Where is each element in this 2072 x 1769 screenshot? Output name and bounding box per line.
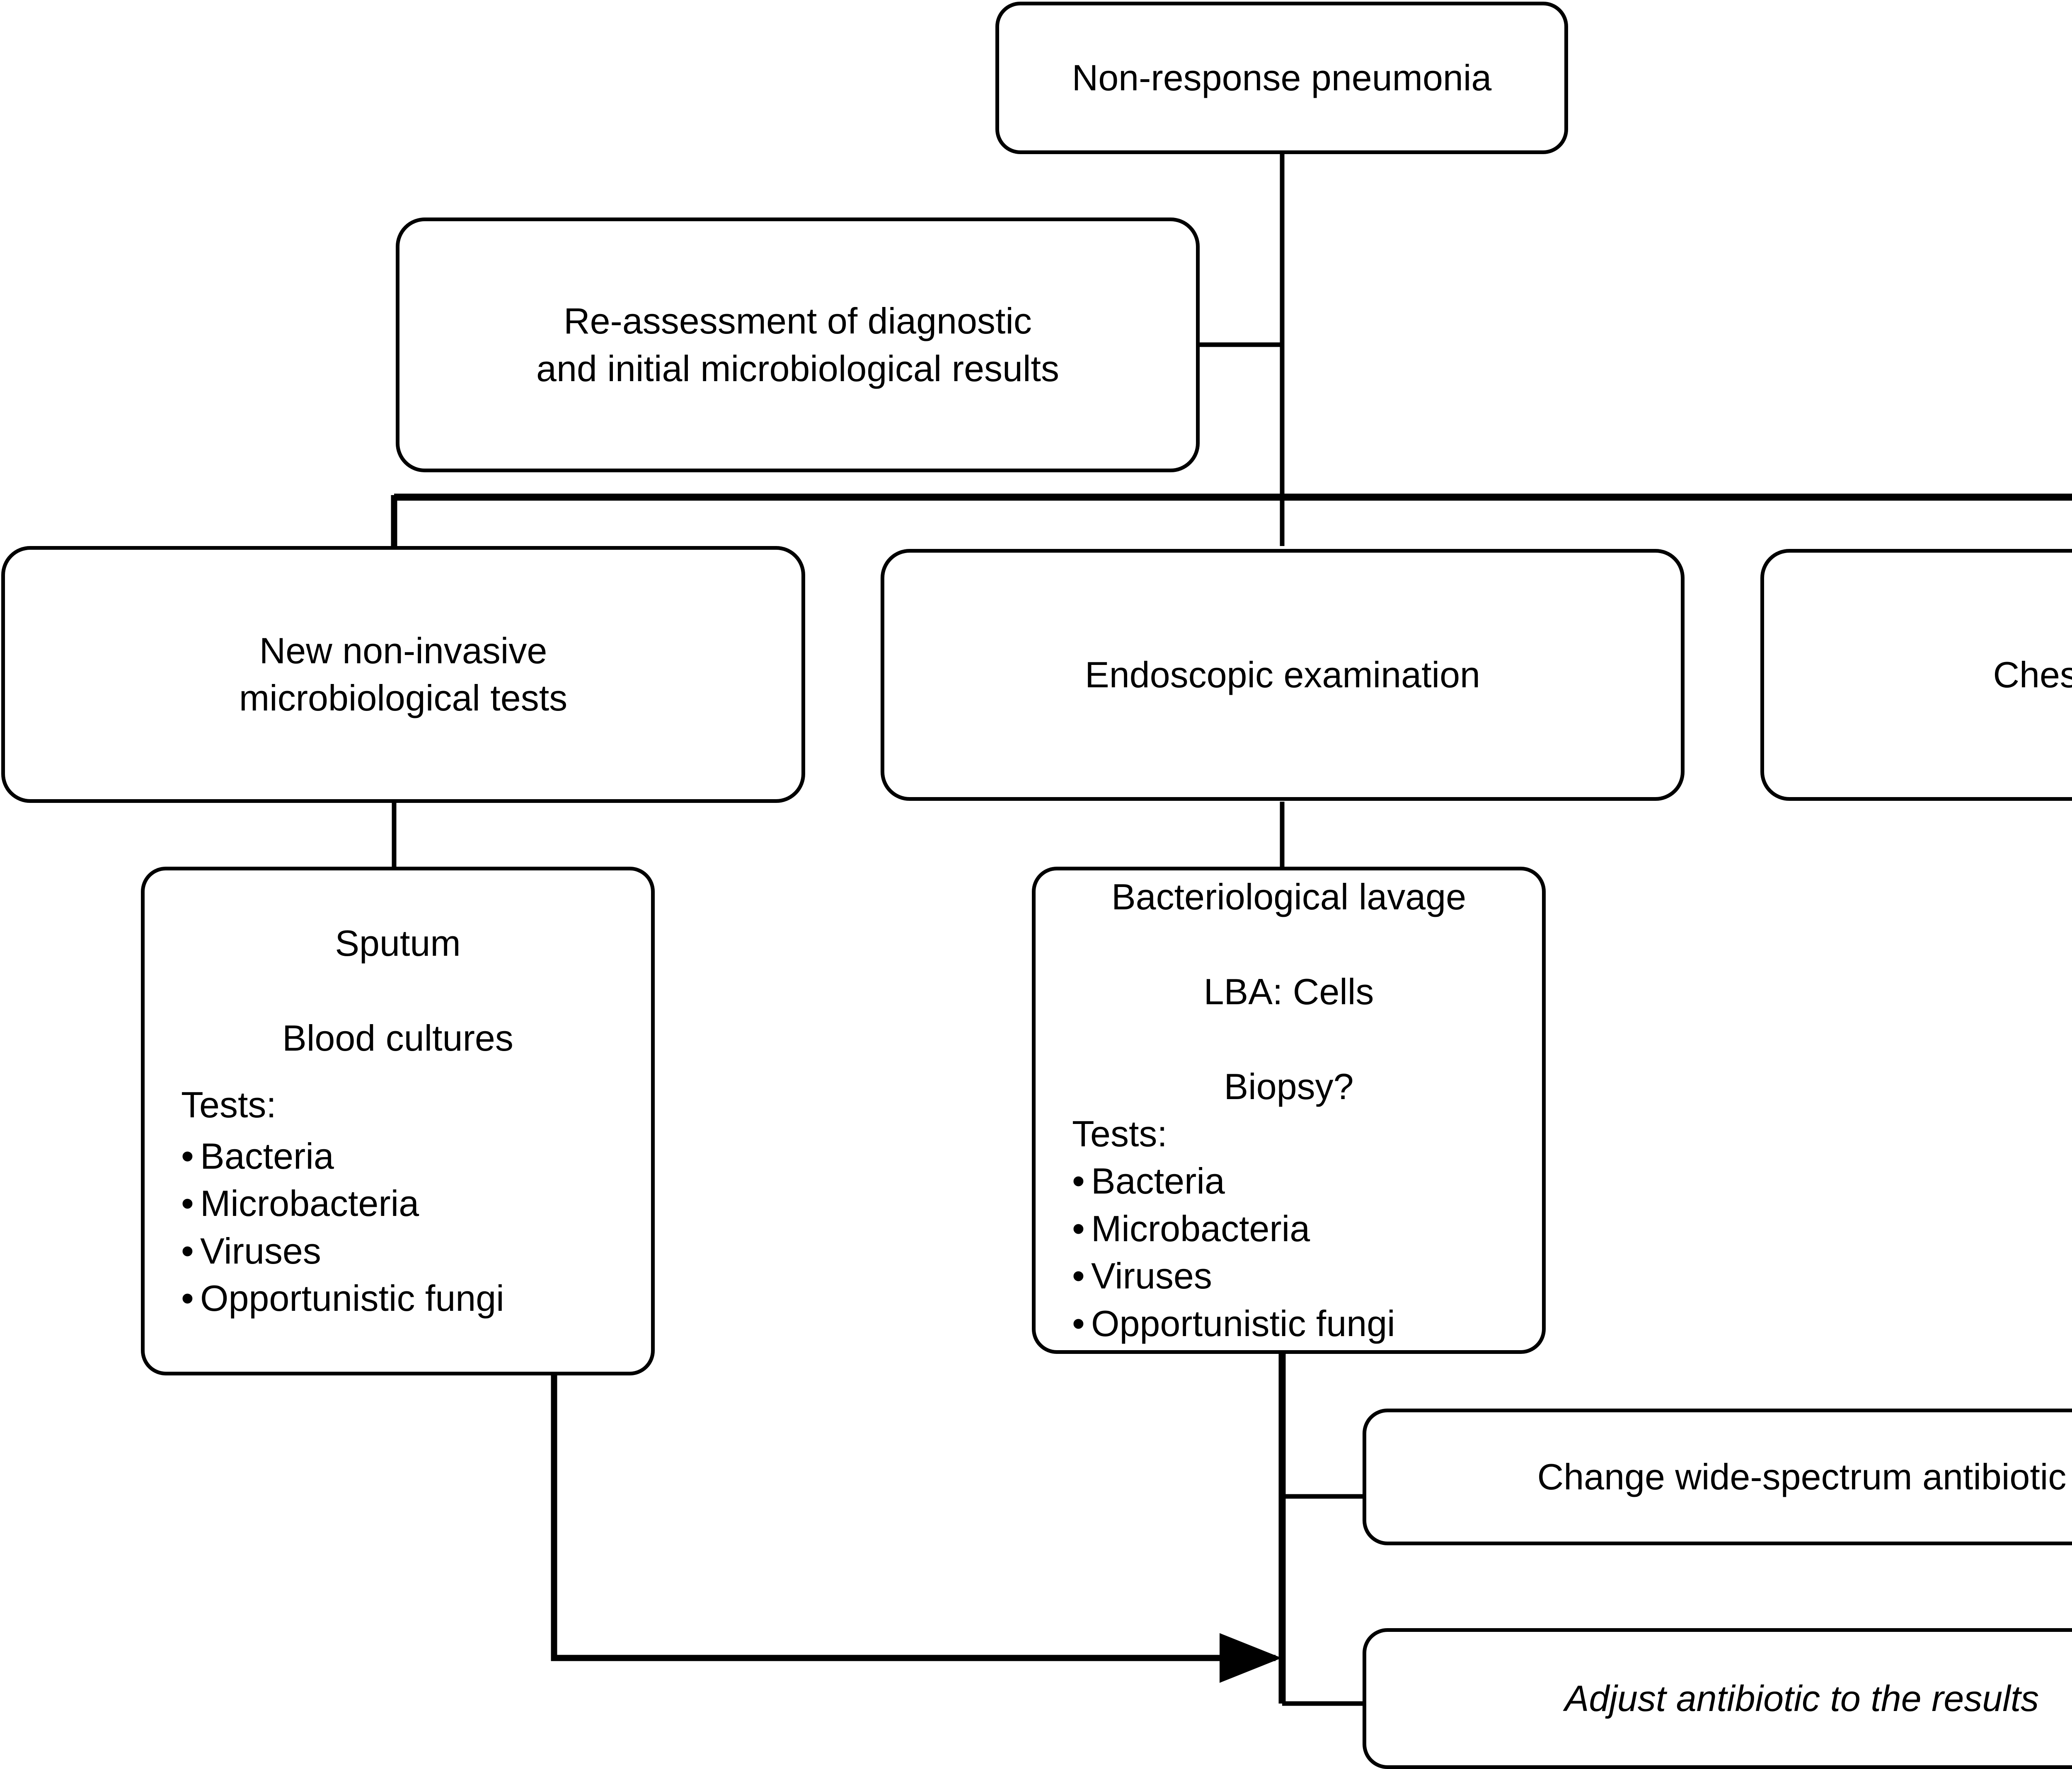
- bullet-icon: •: [1072, 1160, 1085, 1202]
- lavage-tests-block: Tests: •Bacteria •Microbacteria •Viruses…: [1048, 1110, 1554, 1347]
- lavage-heading-line1: Bacteriological lavage: [1111, 876, 1467, 918]
- bullet-icon: •: [181, 1136, 194, 1177]
- node-chest-xray-ct-scan[interactable]: Chest X-ray/CT scan: [1760, 549, 2072, 801]
- list-item-label: Bacteria: [200, 1136, 334, 1177]
- tests-label: Tests:: [1072, 1113, 1167, 1154]
- list-item: •Microbacteria: [181, 1180, 663, 1227]
- lavage-heading-line2: LBA: Cells: [1203, 971, 1374, 1012]
- node-label: Endoscopic examination: [1085, 654, 1480, 695]
- sputum-heading-line2: Blood cultures: [282, 1017, 513, 1059]
- list-item-label: Microbacteria: [200, 1183, 419, 1224]
- bullet-icon: •: [181, 1278, 194, 1319]
- list-item: •Viruses: [181, 1228, 663, 1275]
- list-item: •Bacteria: [1072, 1158, 1554, 1205]
- node-adjust-antibiotic-to-results[interactable]: Adjust antibiotic to the results: [1363, 1628, 2072, 1769]
- bullet-icon: •: [181, 1230, 194, 1271]
- list-item: •Microbacteria: [1072, 1205, 1554, 1252]
- node-endoscopic-examination[interactable]: Endoscopic examination: [881, 549, 1685, 801]
- node-sputum-blood-cultures[interactable]: Sputum Blood cultures Tests: •Bacteria •…: [141, 867, 655, 1375]
- bullet-icon: •: [181, 1183, 194, 1224]
- node-label-line2: and initial microbiological results: [536, 348, 1059, 389]
- node-non-response-pneumonia[interactable]: Non-response pneumonia: [995, 2, 1568, 154]
- spacer: [181, 1129, 663, 1133]
- node-reassessment[interactable]: Re-assessment of diagnostic and initial …: [396, 218, 1200, 472]
- node-label: Non-response pneumonia: [1072, 57, 1492, 98]
- node-label-line2: microbiological tests: [239, 677, 568, 718]
- sputum-heading: Sputum Blood cultures: [157, 920, 639, 1062]
- list-item: •Bacteria: [181, 1133, 663, 1180]
- list-item: •Viruses: [1072, 1252, 1554, 1300]
- list-item: •Opportunistic fungi: [181, 1275, 663, 1322]
- node-new-non-invasive-tests[interactable]: New non-invasive microbiological tests: [1, 546, 805, 803]
- list-item-label: Microbacteria: [1091, 1208, 1310, 1249]
- list-item-label: Opportunistic fungi: [1091, 1303, 1395, 1344]
- bullet-icon: •: [1072, 1255, 1085, 1297]
- list-item-label: Bacteria: [1091, 1160, 1225, 1202]
- node-label: Chest X-ray/CT scan: [1993, 654, 2072, 695]
- node-label-line1: Re-assessment of diagnostic: [564, 300, 1032, 342]
- node-bacteriological-lavage[interactable]: Bacteriological lavage LBA: Cells Biopsy…: [1032, 867, 1546, 1354]
- lavage-tests-list: •Bacteria •Microbacteria •Viruses •Oppor…: [1072, 1158, 1554, 1347]
- list-item-label: Opportunistic fungi: [200, 1278, 504, 1319]
- node-change-wide-spectrum-antibiotic[interactable]: Change wide-spectrum antibiotic: [1363, 1409, 2072, 1545]
- node-label: Change wide-spectrum antibiotic: [1537, 1456, 2067, 1497]
- sputum-tests-block: Tests: •Bacteria •Microbacteria •Viruses…: [157, 1081, 663, 1322]
- node-label-line1: New non-invasive: [259, 630, 547, 671]
- connector-sputum-to-lower-spine: [551, 1375, 1282, 1683]
- sputum-heading-line1: Sputum: [335, 923, 461, 964]
- lavage-heading: Bacteriological lavage LBA: Cells Biopsy…: [1048, 873, 1530, 1110]
- tests-label: Tests:: [181, 1084, 276, 1125]
- bullet-icon: •: [1072, 1303, 1085, 1344]
- lavage-heading-line3: Biopsy?: [1224, 1066, 1354, 1107]
- node-label: Adjust antibiotic to the results: [1564, 1677, 2039, 1719]
- list-item-label: Viruses: [200, 1230, 321, 1271]
- list-item-label: Viruses: [1091, 1255, 1212, 1297]
- list-item: •Opportunistic fungi: [1072, 1300, 1554, 1347]
- sputum-tests-list: •Bacteria •Microbacteria •Viruses •Oppor…: [181, 1133, 663, 1322]
- bullet-icon: •: [1072, 1208, 1085, 1249]
